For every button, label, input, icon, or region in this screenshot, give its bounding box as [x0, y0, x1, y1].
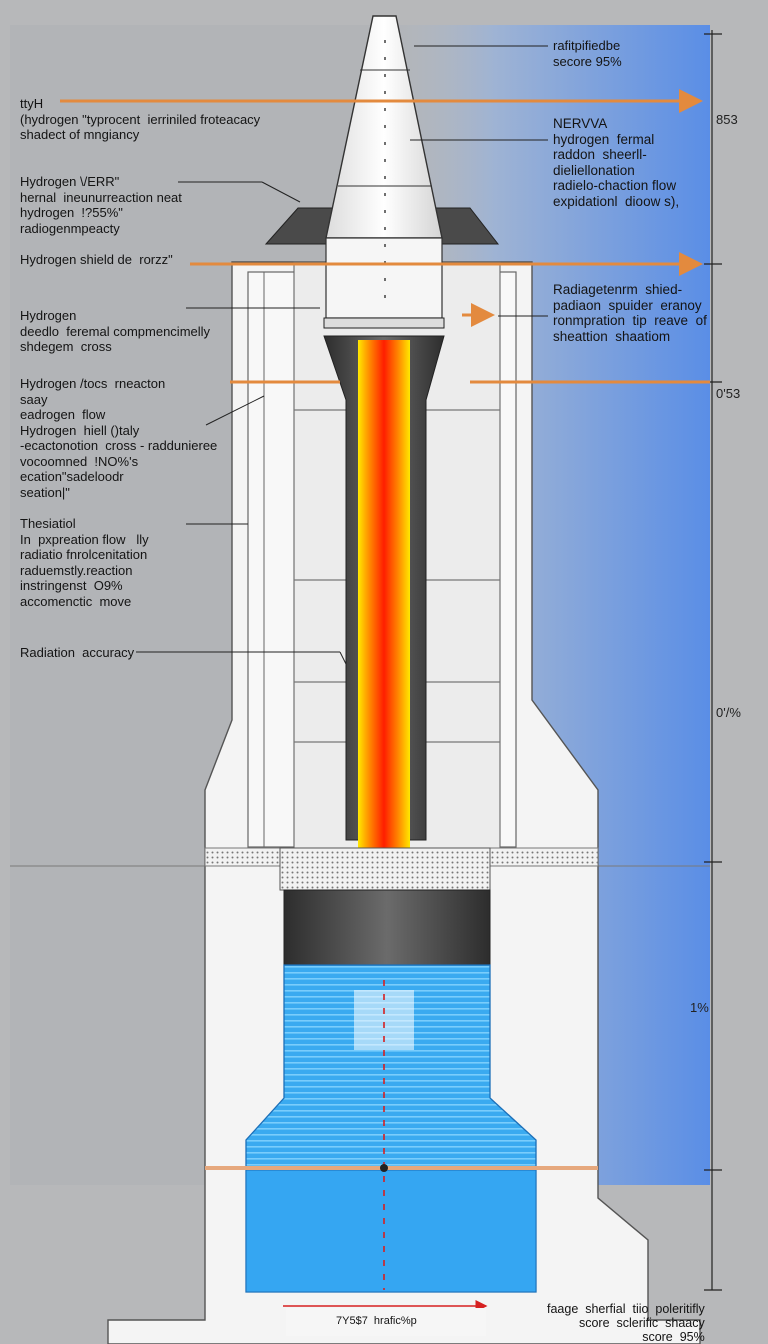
right-label-2: Radiagetenrm shied- padiaon spuider eran…: [553, 282, 707, 344]
left-label-1-line: (hydrogen "typrocent ierriniled froteaca…: [20, 111, 261, 127]
top-note-line-1: rafitpifiedbe: [553, 38, 621, 53]
left-label-4-line: deedlo feremal compmencimelly: [20, 323, 211, 339]
left-label-2-line: hydrogen !?55%": [20, 205, 123, 220]
left-label-6-line: In pxpreation flow lly: [20, 531, 149, 547]
left-label-5-line: vocoomned !NO%'s: [20, 453, 139, 469]
left-label-5-line: Hydrogen hiell ()taly: [20, 422, 140, 438]
left-label-7: Radiation accuracy: [20, 645, 134, 661]
nose-neck: [325, 237, 443, 319]
left-label-6-line: instringenst O9%: [20, 578, 123, 593]
top-note-line-2: secore 95%: [553, 53, 622, 69]
left-label-5-line: saay: [20, 391, 48, 407]
leader-arrows: [60, 89, 710, 384]
bottom-note-line: score 95%: [642, 1330, 705, 1344]
right-label-1-line: expidationl dioow s),: [553, 193, 680, 209]
left-label-1: ttyH (hydrogen "typrocent ierriniled fro…: [20, 96, 260, 143]
lower-core-ring: [283, 889, 491, 971]
left-label-5-line: eadrogen flow: [20, 407, 106, 422]
scale-mark: 0'53: [716, 386, 741, 401]
bottom-note-line: faage sherfial tiio poleritifly: [547, 1302, 705, 1316]
left-label-5-line: seation|": [20, 484, 70, 500]
left-label-1-line: ttyH: [20, 96, 44, 111]
left-label-4-line: shdegem cross: [20, 339, 112, 354]
right-label-1-line: NERVVA: [553, 116, 608, 131]
left-label-2: Hydrogen \/ERR" hernal ineunurreaction n…: [20, 174, 182, 236]
left-label-3-line: Hydrogen shield de rorzz": [20, 252, 173, 267]
left-label-6-line: radiatio fnrolcenitation: [20, 547, 148, 562]
left-label-6: Thesiatiol In pxpreation flow lly radiat…: [20, 516, 149, 609]
dotted-collar: [279, 847, 491, 891]
right-label-1-line: hydrogen fermal: [553, 131, 655, 147]
right-label-1-line: raddon sheerll-: [553, 147, 647, 162]
left-label-2-line: hernal ineunurreaction neat: [20, 189, 182, 205]
scale-mark: 0'/%: [716, 705, 741, 720]
left-label-6-line: Thesiatiol: [20, 516, 76, 531]
right-label-1-line: dieliellonation: [553, 162, 635, 178]
right-label-2-line: padiaon spuider eranoy: [553, 297, 702, 313]
right-label-1: NERVVA hydrogen fermal raddon sheerll- d…: [553, 116, 679, 209]
scale-mark: 853: [716, 112, 738, 127]
left-label-2-line: Hydrogen \/ERR": [20, 174, 120, 189]
bottom-center-label: 7Y5$7 hrafic%p: [336, 1315, 417, 1327]
left-label-3: Hydrogen shield de rorzz": [20, 252, 173, 268]
left-label-4: Hydrogen deedlo feremal compmencimelly s…: [20, 308, 210, 355]
left-label-5-line: -ecactonotion cross - raddunieree: [20, 438, 218, 453]
left-label-6-line: accomenctic move: [20, 593, 132, 609]
left-label-5-line: ecation"sadeloodr: [20, 469, 124, 484]
bottom-note-line: score sclerific shaacy: [578, 1316, 705, 1330]
left-label-4-line: Hydrogen: [20, 308, 77, 323]
top-note: rafitpifiedbe secore 95%: [553, 38, 622, 69]
right-label-2-line: ronmpration tip reave of: [553, 313, 707, 328]
bottom-note: faage sherfial tiio poleritifly score sc…: [547, 1302, 705, 1344]
right-label-2-line: sheattion shaatiom: [553, 328, 671, 344]
left-label-6-line: raduemstly.reaction: [20, 562, 133, 578]
left-label-7-line: Radiation accuracy: [20, 645, 135, 660]
left-label-1-line: shadect of mngiancy: [20, 127, 140, 142]
left-label-5: Hydrogen /tocs rneacton saay eadrogen fl…: [20, 376, 217, 500]
left-label-5-line: Hydrogen /tocs rneacton: [20, 376, 166, 391]
scale-mark: 1%: [690, 1000, 709, 1015]
right-label-1-line: radielo-chaction flow: [553, 178, 677, 193]
left-label-2-line: radiogenmpeacty: [20, 220, 120, 236]
thin-leaders: [136, 45, 548, 665]
right-label-2-line: Radiagetenrm shied-: [553, 282, 683, 297]
